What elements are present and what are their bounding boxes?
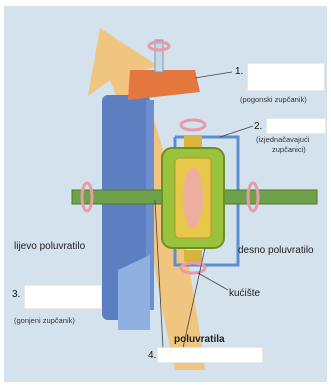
right-half-shaft-label: desno poluvratilo: [238, 245, 314, 257]
answer-box-3[interactable]: [24, 285, 102, 309]
label-number-2: 2.: [254, 121, 262, 132]
housing-label: kućište: [229, 288, 260, 300]
label-number-4: 4.: [148, 350, 156, 361]
pinion-caption: (pogonski zupčanik): [240, 95, 307, 104]
label-number-3: 3.: [12, 289, 20, 300]
drive-pinion-shaft: [155, 40, 163, 72]
driven-gear-caption: (gonjeni zupčanik): [14, 316, 75, 325]
answer-box-1[interactable]: [247, 63, 325, 91]
spider-gear-top: [184, 135, 202, 147]
drive-pinion: [128, 70, 200, 100]
equalizing-gears-caption-b: zupčanici): [272, 145, 306, 154]
spider-gear-bottom: [184, 250, 202, 262]
left-half-shaft-label: lijevo poluvratilo: [14, 241, 85, 253]
equalizing-gears-caption-a: (izjednačavajući: [256, 135, 309, 144]
answer-box-2[interactable]: [266, 118, 326, 134]
answer-box-4[interactable]: [157, 347, 263, 363]
label-number-1: 1.: [235, 66, 243, 77]
half-shafts-label: poluvratila: [174, 334, 225, 346]
